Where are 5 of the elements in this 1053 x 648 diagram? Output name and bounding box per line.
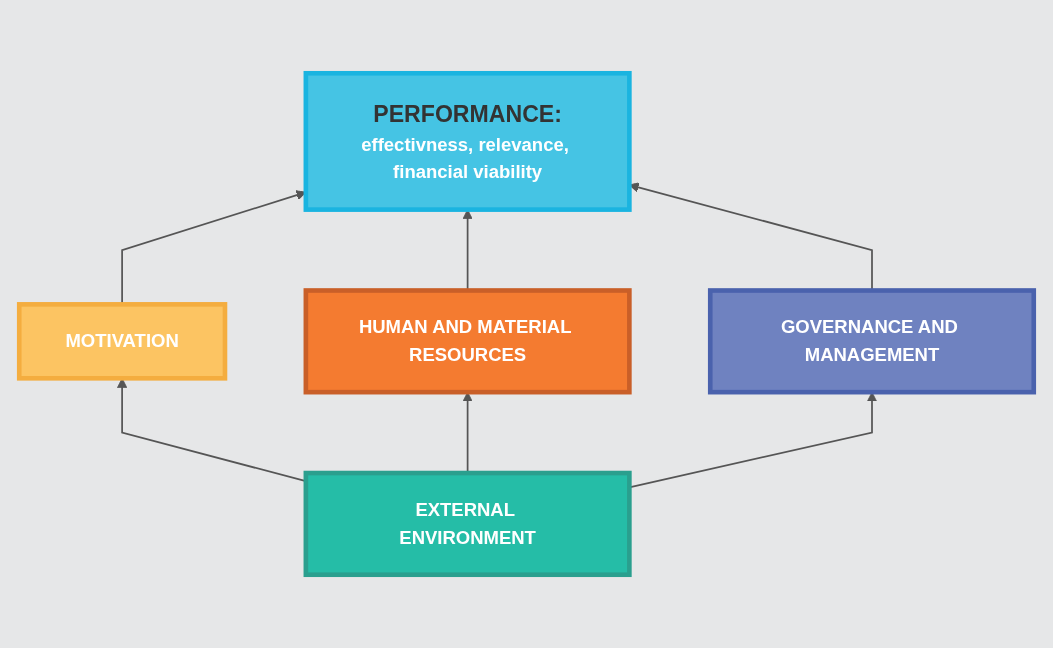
node-box: EXTERNAL ENVIRONMENT — [303, 470, 632, 578]
node-box: GOVERNANCE AND MANAGEMENT — [707, 288, 1037, 395]
node-box: MOTIVATION — [16, 302, 228, 381]
node-box: PERFORMANCE: effectivness, relevance, financial viability — [303, 70, 632, 212]
node-box: HUMAN AND MATERIAL RESOURCES — [303, 288, 632, 395]
